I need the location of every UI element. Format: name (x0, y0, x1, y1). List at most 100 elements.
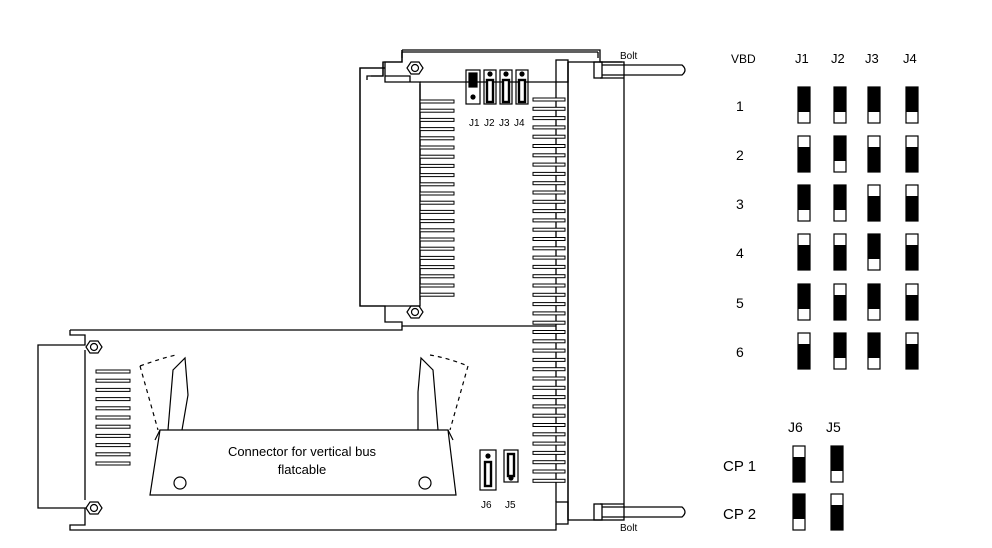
connector-pin (532, 385, 566, 390)
connector-pin (95, 424, 131, 429)
connector-pin (532, 441, 566, 446)
connector-pin (532, 395, 566, 400)
connector-pin (532, 227, 566, 232)
board-jumpers-j6-j5 (479, 449, 519, 491)
connector-pin (95, 452, 131, 457)
vbd-row: 4 (736, 233, 919, 271)
connector-pin (419, 228, 455, 233)
connector-pin (532, 367, 566, 372)
connector-pin (532, 283, 566, 288)
connector-pin (419, 219, 455, 224)
connector-pin (532, 116, 566, 121)
connector-pin (532, 171, 566, 176)
vbd-row-label: 2 (736, 147, 744, 163)
jumper-setting (905, 283, 919, 321)
connector-pin (532, 423, 566, 427)
vbd-row: 2 (736, 135, 919, 173)
vbd-row: 1 (736, 86, 919, 124)
board-jumpers-j1-j4 (465, 69, 529, 105)
connector-pin (532, 376, 566, 381)
cp-row-label: CP 1 (723, 458, 756, 475)
connector-pin (532, 478, 566, 483)
jumper-setting (833, 184, 847, 222)
jumper-setting (797, 86, 811, 124)
connector-pin (419, 191, 455, 196)
connector-pin (532, 469, 566, 474)
connector-pin (419, 255, 455, 260)
jumper-setting (833, 86, 847, 124)
connector-pin (95, 397, 131, 402)
connector-pin (419, 163, 455, 168)
lower-jumper-label-j5: J5 (505, 500, 516, 511)
connector-pin (532, 255, 566, 260)
connector-pin (419, 246, 455, 251)
connector-pin (532, 190, 566, 195)
connector-pin (532, 339, 566, 344)
vbd-column-header: J4 (903, 51, 917, 66)
connector-pin (532, 209, 566, 214)
screw-icon (85, 61, 424, 515)
connector-pin (95, 378, 131, 383)
vbd-row-label: 5 (736, 295, 744, 311)
connector-pin (532, 404, 566, 409)
jumper-setting (867, 135, 881, 173)
bolt-top (593, 61, 686, 79)
jumper-setting (833, 135, 847, 173)
connector-pin (419, 136, 455, 141)
connector-pin (532, 348, 566, 353)
jumper-setting (905, 184, 919, 222)
connector-pin (419, 117, 455, 122)
connector-pin (419, 283, 455, 288)
connector-pin (532, 162, 566, 167)
pin-row-upper-left (419, 99, 455, 297)
vbd-row: 5 (736, 283, 919, 321)
jumper-setting (905, 86, 919, 124)
connector-pin (532, 181, 566, 186)
vbd-row-label: 6 (736, 344, 744, 360)
bolt-bottom (593, 503, 686, 521)
jumper-setting (830, 493, 844, 531)
vbd-header: VBD (731, 52, 756, 66)
jumper-setting (867, 233, 881, 271)
vbd-column-header: J2 (831, 51, 845, 66)
jumper-setting (797, 332, 811, 370)
bolt-label-top: Bolt (620, 51, 637, 62)
connector-pin (419, 154, 455, 159)
connector-pin (532, 246, 566, 251)
connector-pin (95, 433, 131, 438)
connector-pin (419, 127, 455, 132)
connector-pin (419, 99, 455, 104)
connector-pin (532, 199, 566, 204)
jumper-setting (830, 445, 844, 483)
connector-pin (419, 182, 455, 187)
flatcable-connector (139, 354, 469, 496)
vbd-row: 6 (736, 332, 919, 370)
vbd-row-label: 4 (736, 245, 744, 261)
connector-pin (419, 265, 455, 270)
connector-pin (532, 311, 566, 316)
connector-pin (419, 209, 455, 214)
connector-pin (532, 432, 566, 437)
cp-column-header: J6 (788, 419, 803, 435)
jumper-setting (905, 332, 919, 370)
connector-pin (532, 330, 566, 334)
connector-pin (532, 134, 566, 139)
jumper-setting (792, 493, 806, 531)
connector-pin (419, 292, 455, 297)
connector-pin (95, 461, 131, 466)
jumper-setting (797, 184, 811, 222)
pin-row-lower-left (95, 369, 131, 466)
cp-row: CP 2 (723, 493, 844, 531)
connector-pin (419, 237, 455, 242)
pin-row-right (532, 97, 566, 483)
vbd-column-header: J1 (795, 51, 809, 66)
jumper-setting (833, 233, 847, 271)
connector-pin (419, 145, 455, 150)
connector-pin (532, 125, 566, 130)
connector-pin (95, 369, 131, 374)
jumper-setting (797, 135, 811, 173)
board-jumper-label-j4: J4 (514, 118, 525, 129)
